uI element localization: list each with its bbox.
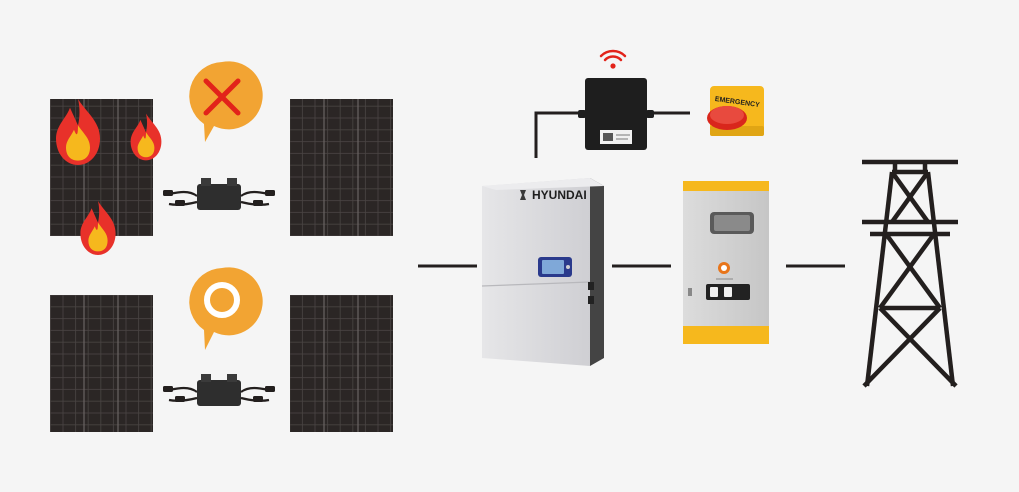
cabinet bbox=[683, 181, 769, 344]
optimizer-top bbox=[161, 176, 277, 212]
connector-line bbox=[534, 111, 578, 158]
emergency-stop-button: EMERGENCY bbox=[707, 86, 764, 136]
inverter: HYUNDAI bbox=[481, 178, 604, 366]
ok-bubble bbox=[189, 267, 263, 350]
top-panel-right bbox=[290, 99, 393, 236]
wifi-icon bbox=[599, 49, 627, 69]
optimizer-bottom bbox=[161, 372, 277, 408]
circle-ok-icon bbox=[204, 282, 240, 318]
inverter-brand: HYUNDAI bbox=[532, 188, 587, 202]
bottom-panel-right bbox=[290, 295, 393, 432]
bottom-panel-left bbox=[50, 295, 153, 432]
communication-module bbox=[578, 78, 654, 150]
transmission-tower-icon bbox=[862, 159, 958, 388]
cross-bubble bbox=[189, 61, 263, 143]
cross-icon bbox=[203, 78, 241, 116]
